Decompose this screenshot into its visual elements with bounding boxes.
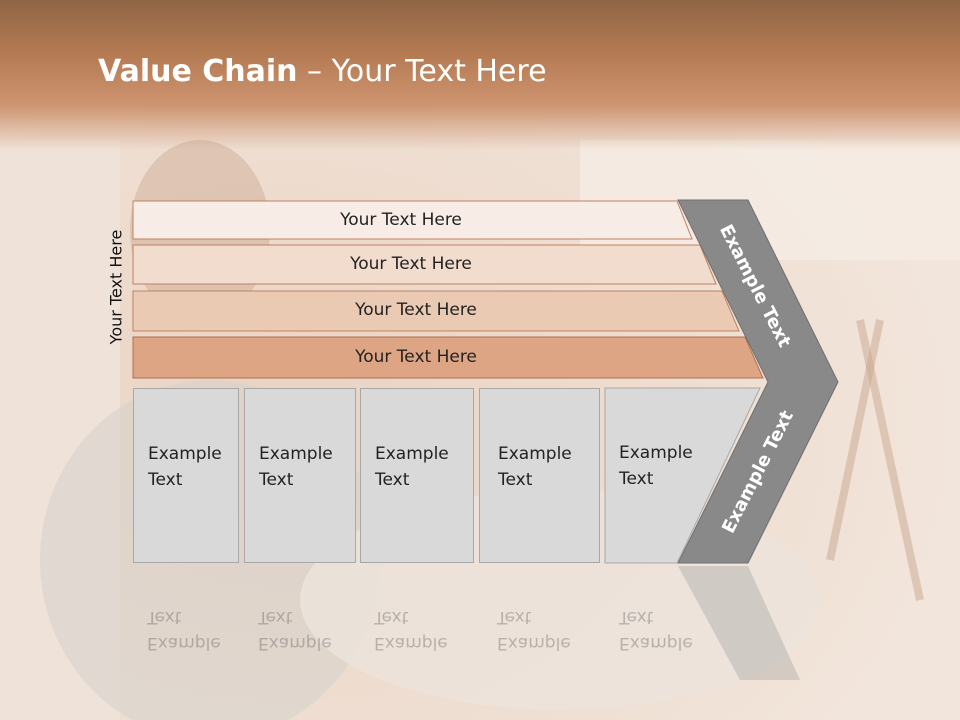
refl-2-line2: Text: [258, 607, 293, 627]
refl-1-line1: Example: [147, 633, 221, 653]
title-bold: Value Chain: [98, 54, 298, 89]
refl-3-line1: Example: [374, 633, 448, 653]
box-reflection-2: Example Text: [244, 566, 356, 686]
bar-3: Your Text Here: [133, 291, 723, 329]
box-5-line2: Text: [619, 469, 654, 489]
bar-1: Your Text Here: [133, 201, 693, 239]
bar-4: Your Text Here: [133, 338, 723, 376]
chevron-arrow: [677, 199, 839, 564]
bar-4-label: Your Text Here: [355, 347, 477, 367]
refl-5-line1: Example: [619, 633, 693, 653]
refl-1-line2: Text: [147, 607, 182, 627]
refl-3-line2: Text: [374, 607, 409, 627]
slide-title: Value Chain – Your Text Here: [98, 54, 547, 89]
box-reflection-5: Example Text: [605, 566, 705, 686]
refl-5-line2: Text: [619, 607, 654, 627]
bar-1-label: Your Text Here: [340, 210, 462, 230]
title-band: [0, 0, 960, 150]
title-rest: – Your Text Here: [297, 54, 547, 89]
bar-shape-2: [132, 244, 717, 285]
box-reflection-3: Example Text: [360, 566, 474, 686]
box-3-line1: Example: [375, 444, 449, 464]
refl-4-line2: Text: [497, 607, 532, 627]
box-4-line2: Text: [498, 470, 533, 490]
bar-shape-3: [132, 290, 740, 332]
box-2-line1: Example: [259, 444, 333, 464]
box-5-line1: Example: [619, 443, 693, 463]
box-4-line1: Example: [498, 444, 572, 464]
bar-shape-4: [132, 336, 764, 379]
box-3-line2: Text: [375, 470, 410, 490]
box-reflection-4: Example Text: [483, 566, 604, 686]
refl-4-line1: Example: [497, 633, 571, 653]
bar-2: Your Text Here: [133, 245, 713, 283]
bar-2-label: Your Text Here: [350, 254, 472, 274]
refl-2-line1: Example: [258, 633, 332, 653]
box-reflection-1: Example Text: [133, 566, 239, 686]
bar-shape-1: [132, 200, 693, 240]
box-2-line2: Text: [259, 470, 294, 490]
last-box-shape: [604, 387, 761, 564]
box-1-line2: Text: [148, 470, 183, 490]
bar-3-label: Your Text Here: [355, 300, 477, 320]
arrow-reflection: [678, 566, 800, 680]
box-1-line1: Example: [148, 444, 222, 464]
